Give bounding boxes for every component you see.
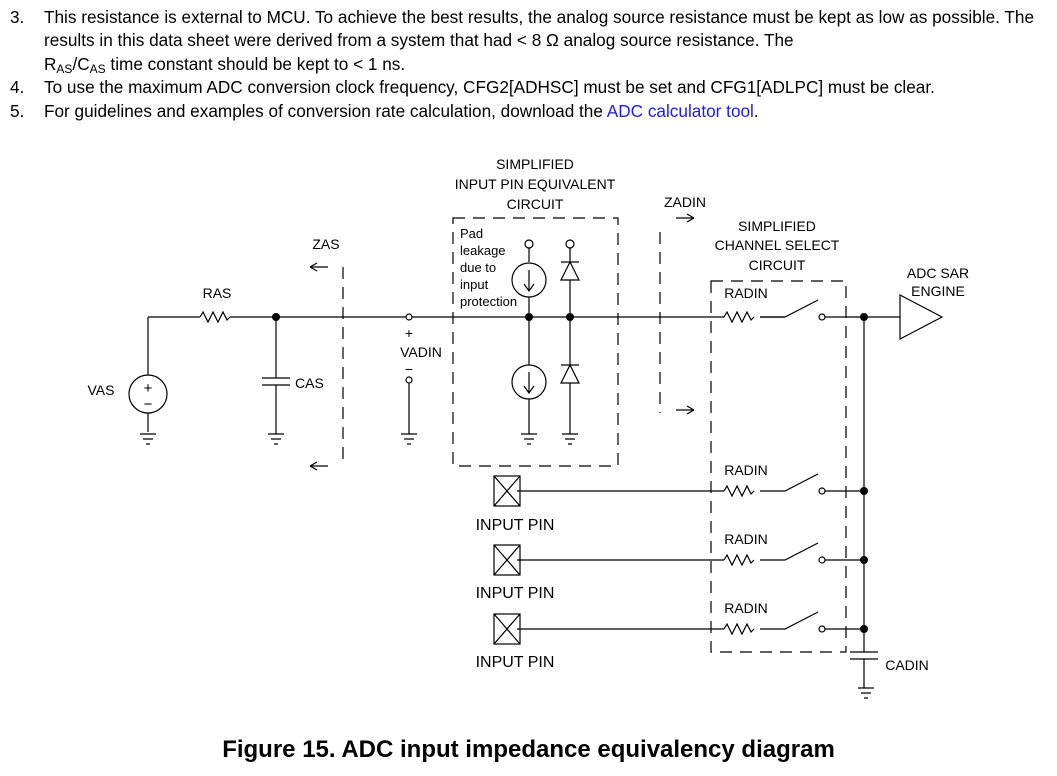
figure-caption: Figure 15. ADC input impedance equivalen… [222,736,835,763]
current-source-bottom [511,364,547,400]
channel-circuit-box [710,280,847,653]
zadin-arrows [676,213,695,415]
footnote-text-line2: RAS/CAS time constant should be kept to … [44,53,406,76]
pad-leakage-text-3: due to [460,260,496,275]
radin-label-3: RADIN [724,531,768,547]
zas-label: ZAS [312,236,339,252]
channel-switches [517,299,900,636]
vas-source-circle [128,374,168,414]
footnote-5: 5. For guidelines and examples of conver… [10,100,1050,123]
footnote-text: For guidelines and examples of conversio… [44,100,607,121]
vadin-plus: + [405,325,413,341]
input-pin-label-1: INPUT PIN [476,517,555,534]
channel-circuit-title-1: SIMPLIFIED [738,218,816,234]
vadin-minus: − [405,361,413,377]
footnote-3: 3. This resistance is external to MCU. T… [10,6,1050,76]
cas-label: CAS [295,375,324,391]
protection-diode-bottom [560,363,580,384]
radin-label-1: RADIN [724,285,768,301]
zadin-label: ZADIN [664,194,706,210]
pad-leakage-text-2: leakage [460,243,506,258]
footnote-text: This resistance is external to MCU. To a… [44,7,1035,51]
pin-circuit-title-1: SIMPLIFIED [496,156,574,172]
footnote-text: To use the maximum ADC conversion clock … [44,77,935,98]
vadin-node-bottom [405,376,413,384]
footnote-4: 4. To use the maximum ADC conversion clo… [10,76,1050,99]
cadin-label: CADIN [885,657,929,673]
current-source-top [511,262,547,298]
pin-circuit-box [452,217,619,467]
ras-label: RAS [203,285,232,301]
footnote-number: 4. [10,77,25,98]
vas-minus: − [144,396,153,413]
footnote-number: 5. [10,100,25,121]
adc-input-impedance-diagram: + − + − SIMPLIFIED INPUT PIN EQUIVALENT … [88,156,969,699]
cadin-capacitor [850,317,878,688]
cas-capacitor [262,317,290,434]
ground-symbols [140,433,874,699]
junction-dots [272,313,868,633]
vas-plus: + [144,380,153,397]
pad-leakage-text-5: protection [460,294,517,309]
input-pin-boxes [493,475,521,645]
input-pin-label-2: INPUT PIN [476,585,555,602]
footnote-number: 3. [10,7,25,27]
vas-label: VAS [88,382,115,398]
pad-leakage-text-1: Pad [460,226,483,241]
ras-resistor [199,310,231,324]
radin-label-2: RADIN [724,462,768,478]
input-pin-label-3: INPUT PIN [476,654,555,671]
vadin-label: VADIN [400,344,442,360]
pin-circuit-title-3: CIRCUIT [507,196,564,212]
footnotes: 3. This resistance is external to MCU. T… [10,6,1050,123]
channel-circuit-title-2: CHANNEL SELECT [715,237,840,253]
adc-calculator-link[interactable]: ADC calculator tool [606,100,754,121]
protection-diode-top [560,260,580,281]
channel-circuit-title-3: CIRCUIT [749,257,806,273]
zas-arrows [309,262,328,471]
pad-leakage-text-4: input [460,277,489,292]
vadin-node-top [405,313,413,321]
adc-engine-label-2: ENGINE [911,283,965,299]
pin-circuit-title-2: INPUT PIN EQUIVALENT [455,176,616,192]
adc-engine-label-1: ADC SAR [907,265,969,281]
radin-label-4: RADIN [724,600,768,616]
adc-sar-engine [899,294,944,340]
